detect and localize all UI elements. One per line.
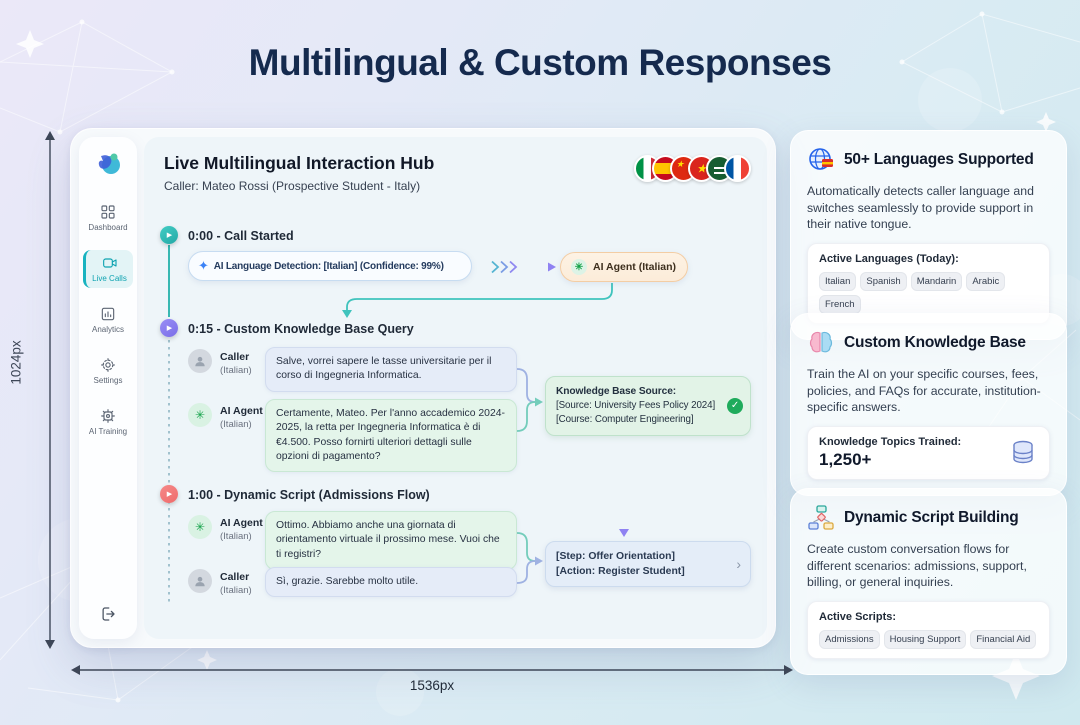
topics-trained-stat: 1,250+ — [819, 450, 872, 470]
height-dimension-label: 1024px — [8, 340, 24, 385]
speaker-name: Caller — [220, 351, 250, 363]
sidebar-item-analytics[interactable]: Analytics — [83, 301, 133, 339]
language-pill: French — [819, 295, 861, 315]
agent-chip-label: AI Agent (Italian) — [593, 261, 677, 273]
speaker-name: AI Agent — [220, 405, 263, 417]
card-languages-supported: 50+ Languages Supported Automatically de… — [790, 130, 1067, 341]
sidebar: Dashboard Live Calls Analytics Settings … — [79, 137, 137, 639]
kb-box-title: Knowledge Base Source: — [556, 386, 677, 397]
inner-box-label: Active Scripts: — [819, 611, 897, 624]
sidebar-item-label: Dashboard — [88, 223, 128, 232]
check-circle-icon: ✓ — [727, 398, 743, 415]
inner-box-label: Knowledge Topics Trained: — [819, 436, 962, 449]
card-description: Automatically detects caller language an… — [807, 184, 1034, 232]
card-title: Custom Knowledge Base — [844, 334, 1026, 351]
sidebar-item-label: Settings — [93, 376, 123, 385]
step-line: [Step: Offer Orientation] — [556, 551, 675, 562]
interaction-hub-content: Live Multilingual Interaction Hub Caller… — [144, 137, 767, 639]
sidebar-item-label: AI Training — [88, 427, 128, 436]
dashboard-icon — [101, 205, 115, 219]
speaker-lang: (Italian) — [220, 585, 252, 596]
database-icon — [1013, 440, 1033, 464]
active-scripts-box: Active Scripts: Admissions Housing Suppo… — [807, 601, 1050, 660]
script-pill: Housing Support — [883, 630, 967, 650]
speaker-lang: (Italian) — [220, 419, 252, 430]
logout-button[interactable] — [95, 601, 121, 627]
logout-icon — [102, 607, 115, 621]
kb-source-line: [Source: University Fees Policy 2024] — [556, 400, 716, 412]
chevron-right-icon: › — [736, 555, 741, 572]
speaker-agent: ✳ — [188, 403, 234, 427]
detection-chip-label: AI Language Detection: [Italian] (Confid… — [213, 260, 444, 272]
caller-message-bubble: Salve, vorrei sapere le tasse universita… — [265, 347, 517, 392]
app-logo-icon — [98, 153, 120, 174]
sidebar-item-live-calls[interactable]: Live Calls — [83, 250, 133, 288]
caller-message-bubble: Sì, grazie. Sarebbe molto utile. — [265, 567, 517, 598]
live-hub-panel: Dashboard Live Calls Analytics Settings … — [70, 128, 776, 648]
card-knowledge-base: Custom Knowledge Base Train the AI on yo… — [790, 313, 1067, 497]
play-icon: ▶ — [160, 319, 178, 337]
knowledge-base-source-box: Knowledge Base Source: [Source: Universi… — [545, 376, 751, 437]
speaker-name: Caller — [220, 571, 250, 583]
sidebar-item-dashboard[interactable]: Dashboard — [83, 199, 133, 237]
card-description: Train the AI on your specific courses, f… — [807, 367, 1041, 415]
speaker-agent: ✳ — [188, 515, 234, 539]
card-script-building: Dynamic Script Building Create custom co… — [790, 488, 1067, 676]
caller-avatar — [188, 569, 212, 593]
globe-languages-icon — [809, 148, 833, 170]
video-camera-icon — [102, 258, 117, 268]
speaker-lang: (Italian) — [220, 365, 252, 376]
action-line: [Action: Register Student] — [556, 566, 685, 578]
active-languages-box: Active Languages (Today): Italian Spanis… — [807, 243, 1050, 325]
script-pill: Admissions — [819, 630, 880, 650]
script-pill: Financial Aid — [970, 630, 1037, 650]
card-title: 50+ Languages Supported — [844, 151, 1034, 168]
agent-message-bubble: Ottimo. Abbiamo anche una giornata di or… — [265, 511, 517, 571]
speaker-caller — [188, 349, 234, 373]
cpu-chip-icon — [101, 409, 115, 423]
width-dimension-label: 1536px — [409, 678, 455, 693]
sidebar-item-label: Analytics — [91, 325, 124, 334]
play-icon: ▶ — [160, 226, 178, 244]
language-pill: Spanish — [860, 272, 907, 292]
kb-course-line: [Course: Computer Engineering] — [556, 414, 694, 426]
language-pill: Arabic — [966, 272, 1006, 292]
language-flags — [634, 155, 751, 182]
language-pill: Italian — [819, 272, 857, 292]
event-title: 1:00 - Dynamic Script (Admissions Flow) — [188, 488, 430, 502]
knowledge-topics-box: Knowledge Topics Trained: 1,250+ — [807, 426, 1050, 481]
event-title: 0:15 - Custom Knowledge Base Query — [188, 322, 414, 336]
agent-message-bubble: Certamente, Mateo. Per l'anno accademico… — [265, 399, 517, 473]
sparkle-icon: ✦ — [198, 258, 209, 273]
gear-icon — [101, 358, 115, 372]
play-icon: ▶ — [160, 485, 178, 503]
brain-icon — [809, 331, 833, 353]
hub-title: Live Multilingual Interaction Hub — [164, 153, 435, 173]
page-title: Multilingual & Custom Responses — [248, 42, 832, 83]
sidebar-item-settings[interactable]: Settings — [83, 352, 133, 390]
height-dimension-arrow — [45, 131, 55, 649]
speaker-lang: (Italian) — [220, 531, 252, 542]
sidebar-item-ai-training[interactable]: AI Training — [83, 403, 133, 441]
width-dimension-arrow — [71, 665, 793, 675]
event-title: 0:00 - Call Started — [188, 229, 294, 243]
language-pill: Mandarin — [910, 272, 963, 292]
card-title: Dynamic Script Building — [844, 509, 1019, 526]
caller-avatar — [188, 349, 212, 373]
ai-agent-avatar: ✳ — [188, 515, 212, 539]
inner-box-label: Active Languages (Today): — [819, 253, 959, 266]
flowchart-icon — [808, 505, 834, 530]
ai-agent-avatar: ✳ — [188, 403, 212, 427]
sidebar-item-label: Live Calls — [92, 274, 127, 283]
script-step-box[interactable]: [Step: Offer Orientation] [Action: Regis… — [545, 541, 751, 588]
bar-chart-icon — [101, 307, 115, 321]
ai-agent-chip: ✳ AI Agent (Italian) — [560, 252, 688, 282]
openai-icon: ✳ — [571, 259, 587, 275]
flag-france-icon — [724, 155, 751, 182]
hub-subtitle: Caller: Mateo Rossi (Prospective Student… — [164, 179, 421, 193]
language-detection-chip: ✦ AI Language Detection: [Italian] (Conf… — [188, 251, 472, 281]
speaker-name: AI Agent — [220, 517, 263, 529]
card-description: Create custom conversation flows for dif… — [807, 542, 1027, 590]
